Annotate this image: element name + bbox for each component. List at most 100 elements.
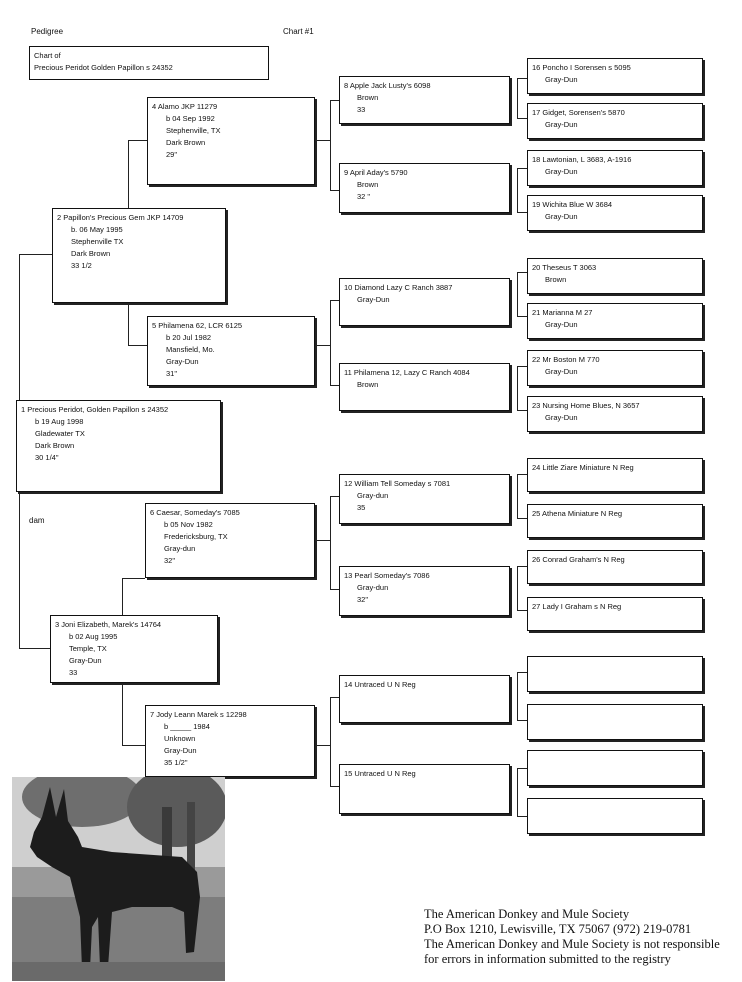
- gen4-height: 32 ": [357, 192, 371, 201]
- gen3-place: Stephenville, TX: [166, 126, 221, 135]
- gen4-color: Gray-dun: [357, 491, 389, 500]
- gen4-name: 8 Apple Jack Lusty's 6098: [344, 81, 431, 90]
- subject-box: 1 Precious Peridot, Golden Papillon s 24…: [16, 400, 221, 492]
- sire-height: 33 1/2: [71, 261, 92, 270]
- dam-label: dam: [29, 516, 45, 525]
- gen5-name: 16 Poncho I Sorensen s 5095: [532, 63, 631, 72]
- connector: [517, 518, 527, 519]
- connector: [517, 672, 527, 673]
- dam-place: Temple, TX: [69, 644, 107, 653]
- connector: [128, 140, 129, 208]
- connector: [330, 190, 339, 191]
- gen5-name: 27 Lady I Graham s N Reg: [532, 602, 622, 611]
- sire-place: Stephenville TX: [71, 237, 124, 246]
- connector: [517, 474, 518, 518]
- connector: [517, 610, 527, 611]
- connector: [330, 496, 331, 589]
- gen4-box-13: 13 Pearl Someday's 7086 Gray-dun 32": [339, 566, 510, 616]
- connector: [330, 786, 339, 787]
- gen5-name: 22 Mr Boston M 770: [532, 355, 600, 364]
- gen3-name: 7 Jody Leann Marek s 12298: [150, 710, 247, 719]
- gen4-color: Brown: [357, 380, 379, 389]
- gen4-name: 11 Philamena 12, Lazy C Ranch 4084: [344, 368, 470, 377]
- gen5-box-21: 21 Marianna M 27 Gray-Dun: [527, 303, 703, 339]
- footer-society-name: The American Donkey and Mule Society: [424, 907, 630, 921]
- connector: [517, 474, 527, 475]
- gen5-box-25: 25 Athena Miniature N Reg: [527, 504, 703, 538]
- gen5-box-16: 16 Poncho I Sorensen s 5095 Gray-Dun: [527, 58, 703, 94]
- connector: [330, 100, 339, 101]
- gen3-color: Gray-Dun: [164, 746, 197, 755]
- connector: [517, 316, 527, 317]
- donkey-photo: [12, 777, 225, 981]
- gen4-height: 35: [357, 503, 366, 512]
- gen5-box-19: 19 Wichita Blue W 3684 Gray-Dun: [527, 195, 703, 231]
- connector: [517, 168, 527, 169]
- gen4-name: 12 William Tell Someday s 7081: [344, 479, 451, 488]
- gen5-color: Gray-Dun: [545, 367, 578, 376]
- gen3-height: 35 1/2": [164, 758, 188, 767]
- gen4-name: 9 April Aday's 5790: [344, 168, 408, 177]
- connector: [122, 683, 123, 745]
- gen5-box-18: 18 Lawtonian, L 3683, A-1916 Gray-Dun: [527, 150, 703, 186]
- connector: [517, 272, 527, 273]
- gen4-name: 15 Untraced U N Reg: [344, 769, 416, 778]
- dam-name: 3 Joni Elizabeth, Marek's 14764: [55, 620, 162, 629]
- connector: [128, 345, 147, 346]
- gen4-color: Brown: [357, 180, 379, 189]
- gen3-box-7: 7 Jody Leann Marek s 12298 b _____ 1984 …: [145, 705, 315, 777]
- sire-color: Dark Brown: [71, 249, 111, 258]
- gen4-box-8: 8 Apple Jack Lusty's 6098 Brown 33: [339, 76, 510, 124]
- connector: [330, 100, 331, 190]
- gen4-height: 33: [357, 105, 366, 114]
- connector: [330, 697, 339, 698]
- gen5-box-24: 24 Little Ziare Miniature N Reg: [527, 458, 703, 492]
- gen4-name: 10 Diamond Lazy C Ranch 3887: [344, 283, 453, 292]
- gen4-box-14: 14 Untraced U N Reg: [339, 675, 510, 723]
- connector: [517, 410, 527, 411]
- gen3-box-4: 4 Alamo JKP 11279 b 04 Sep 1992 Stephenv…: [147, 97, 315, 185]
- gen5-name: 21 Marianna M 27: [532, 308, 593, 317]
- gen3-born: b _____ 1984: [164, 722, 210, 731]
- connector: [517, 118, 527, 119]
- page-title: Pedigree: [31, 27, 64, 36]
- dam-born: b 02 Aug 1995: [69, 632, 118, 641]
- gen3-color: Dark Brown: [166, 138, 206, 147]
- gen3-place: Fredericksburg, TX: [164, 532, 228, 541]
- gen3-name: 5 Philamena 62, LCR 6125: [152, 321, 243, 330]
- gen5-color: Gray-Dun: [545, 75, 578, 84]
- society-footer: The American Donkey and Mule Society P.O…: [424, 907, 720, 967]
- gen5-box-31: [527, 798, 703, 834]
- connector: [19, 254, 20, 400]
- sire-box: 2 Papillon's Precious Gem JKP 14709 b. 0…: [52, 208, 226, 303]
- connector: [330, 385, 339, 386]
- gen5-name: 20 Theseus T 3063: [532, 263, 597, 272]
- connector: [517, 78, 527, 79]
- connector: [517, 672, 518, 720]
- gen5-color: Brown: [545, 275, 567, 284]
- connector: [128, 140, 148, 141]
- gen3-place: Unknown: [164, 734, 196, 743]
- gen4-box-15: 15 Untraced U N Reg: [339, 764, 510, 814]
- connector: [517, 566, 518, 610]
- gen3-color: Gray-Dun: [166, 357, 199, 366]
- gen3-box-6: 6 Caesar, Someday's 7085 b 05 Nov 1982 F…: [145, 503, 315, 578]
- subject-name: 1 Precious Peridot, Golden Papillon s 24…: [21, 405, 169, 414]
- gen3-born: b 04 Sep 1992: [166, 114, 215, 123]
- gen4-box-12: 12 William Tell Someday s 7081 Gray-dun …: [339, 474, 510, 524]
- gen5-name: 26 Conrad Graham's N Reg: [532, 555, 625, 564]
- gen5-color: Gray-Dun: [545, 120, 578, 129]
- gen4-name: 13 Pearl Someday's 7086: [344, 571, 430, 580]
- subject-color: Dark Brown: [35, 441, 75, 450]
- gen5-color: Gray-Dun: [545, 167, 578, 176]
- gen3-box-5: 5 Philamena 62, LCR 6125 b 20 Jul 1982 M…: [147, 316, 315, 386]
- chart-of-subject: Precious Peridot Golden Papillon s 24352: [34, 63, 173, 72]
- sire-name: 2 Papillon's Precious Gem JKP 14709: [57, 213, 184, 222]
- connector: [315, 745, 330, 746]
- gen4-color: Brown: [357, 93, 379, 102]
- gen3-born: b 20 Jul 1982: [166, 333, 212, 342]
- connector: [330, 589, 339, 590]
- connector: [330, 300, 331, 385]
- gen4-box-9: 9 April Aday's 5790 Brown 32 ": [339, 163, 510, 213]
- connector: [517, 816, 527, 817]
